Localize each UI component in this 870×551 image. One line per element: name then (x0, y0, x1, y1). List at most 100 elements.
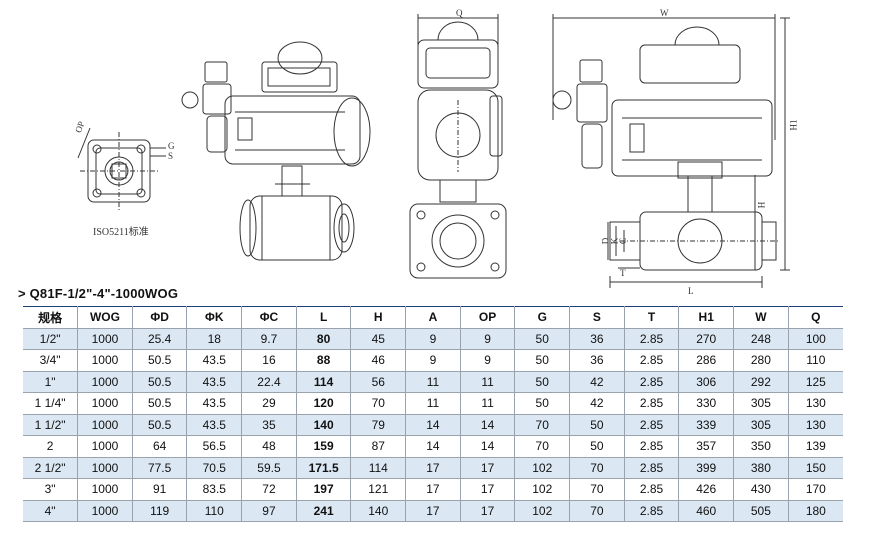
table-cell-w: 280 (733, 349, 789, 372)
table-cell-q: 130 (787, 414, 843, 436)
table-cell-k: 83.5 (186, 478, 242, 501)
table-cell-q: 130 (787, 392, 843, 415)
table-cell-t: 2.85 (623, 392, 679, 415)
table-cell-h1: 357 (678, 435, 734, 458)
table-cell-k: 43.5 (186, 349, 242, 372)
column-header-h: H (350, 306, 406, 329)
table-cell-d: 50.5 (131, 371, 187, 393)
table-cell-L: 197 (295, 478, 351, 501)
table-cell-s: 70 (569, 478, 625, 501)
table-cell-q: 150 (787, 457, 843, 479)
column-header-h1: H1 (678, 306, 734, 329)
table-cell-h: 56 (350, 371, 406, 393)
dim-label-s: S (168, 151, 174, 161)
table-cell-t: 2.85 (623, 457, 679, 479)
table-cell-h1: 330 (678, 392, 734, 415)
table-cell-wog: 1000 (77, 328, 133, 350)
table-cell-wog: 1000 (77, 478, 133, 501)
table-cell-spec: 3/4" (23, 349, 78, 372)
table-cell-a: 17 (405, 500, 461, 522)
table-cell-L: 171.5 (295, 457, 351, 479)
table-cell-q: 170 (787, 478, 843, 501)
table-cell-h: 87 (350, 435, 406, 458)
table-cell-h1: 339 (678, 414, 734, 436)
table-cell-wog: 1000 (77, 392, 133, 415)
table-cell-w: 430 (733, 478, 789, 501)
table-cell-k: 110 (186, 500, 242, 522)
column-header-q: Q (787, 306, 843, 329)
table-cell-s: 70 (569, 457, 625, 479)
table-cell-c: 72 (241, 478, 297, 501)
table-cell-s: 42 (569, 371, 625, 393)
table-cell-q: 139 (787, 435, 843, 458)
valve-front-drawing (409, 14, 507, 279)
table-cell-spec: 4" (23, 500, 78, 522)
table-cell-c: 59.5 (241, 457, 297, 479)
table-cell-op: 17 (459, 500, 515, 522)
technical-drawings (77, 14, 790, 288)
dim-label-w: W (660, 8, 669, 18)
table-cell-w: 248 (733, 328, 789, 350)
table-cell-h: 79 (350, 414, 406, 436)
table-cell-spec: 1 1/4" (23, 392, 78, 415)
table-cell-c: 16 (241, 349, 297, 372)
table-cell-wog: 1000 (77, 457, 133, 479)
table-cell-op: 9 (459, 349, 515, 372)
table-cell-spec: 1 1/2" (23, 414, 78, 436)
column-header-L: L (295, 306, 351, 329)
dim-label-g: G (168, 141, 175, 151)
table-cell-q: 125 (787, 371, 843, 393)
iso-standard-caption: ISO5211标准 (93, 227, 149, 238)
table-cell-w: 305 (733, 414, 789, 436)
column-header-op: OP (459, 306, 515, 329)
table-cell-g: 70 (514, 414, 570, 436)
table-cell-spec: 2 (23, 435, 78, 458)
table-cell-t: 2.85 (623, 349, 679, 372)
table-cell-wog: 1000 (77, 500, 133, 522)
table-cell-s: 70 (569, 500, 625, 522)
table-cell-g: 50 (514, 371, 570, 393)
table-cell-s: 42 (569, 392, 625, 415)
table-cell-h1: 306 (678, 371, 734, 393)
table-cell-a: 14 (405, 435, 461, 458)
table-cell-d: 119 (131, 500, 187, 522)
table-cell-w: 350 (733, 435, 789, 458)
column-header-wog: WOG (77, 306, 133, 329)
table-cell-h1: 460 (678, 500, 734, 522)
table-cell-wog: 1000 (77, 371, 133, 393)
table-cell-k: 56.5 (186, 435, 242, 458)
table-cell-g: 70 (514, 435, 570, 458)
table-cell-op: 17 (459, 457, 515, 479)
table-cell-op: 9 (459, 328, 515, 350)
table-cell-L: 114 (295, 371, 351, 393)
table-cell-a: 11 (405, 392, 461, 415)
table-cell-g: 50 (514, 392, 570, 415)
table-cell-s: 50 (569, 435, 625, 458)
table-cell-c: 97 (241, 500, 297, 522)
table-cell-spec: 1/2" (23, 328, 78, 350)
table-cell-a: 17 (405, 478, 461, 501)
column-header-g: G (514, 306, 570, 329)
table-cell-t: 2.85 (623, 500, 679, 522)
table-cell-t: 2.85 (623, 328, 679, 350)
table-cell-op: 14 (459, 435, 515, 458)
table-cell-h1: 286 (678, 349, 734, 372)
table-cell-d: 50.5 (131, 349, 187, 372)
dim-label-h1: H1 (788, 119, 799, 131)
table-cell-q: 100 (787, 328, 843, 350)
table-cell-a: 9 (405, 328, 461, 350)
table-cell-d: 91 (131, 478, 187, 501)
table-cell-q: 180 (787, 500, 843, 522)
column-header-c: ΦC (241, 306, 297, 329)
valve-section-drawing (552, 14, 790, 288)
table-cell-a: 17 (405, 457, 461, 479)
table-cell-c: 35 (241, 414, 297, 436)
table-cell-spec: 2 1/2" (23, 457, 78, 479)
column-header-a: A (405, 306, 461, 329)
table-cell-d: 50.5 (131, 414, 187, 436)
table-cell-h: 121 (350, 478, 406, 501)
